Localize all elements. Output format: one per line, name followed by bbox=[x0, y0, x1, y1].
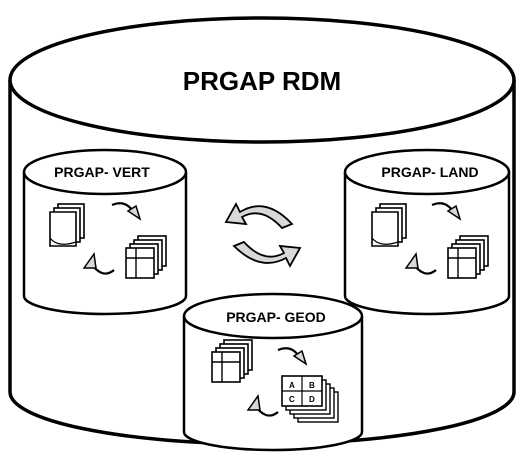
map-tile-letter: C bbox=[289, 395, 295, 404]
cylinder-label-vert: PRGAP- VERT bbox=[54, 164, 150, 180]
map-tile-letter: A bbox=[289, 381, 295, 390]
document-stack-icon bbox=[49, 203, 85, 247]
map-tile-letter: B bbox=[309, 381, 315, 390]
map-tile-stack-icon: A B C D bbox=[281, 375, 339, 423]
cylinder-label-land: PRGAP- LAND bbox=[381, 164, 478, 180]
map-tile-letter: D bbox=[309, 395, 315, 404]
main-title: PRGAP RDM bbox=[183, 66, 341, 96]
document-stack-icon bbox=[371, 203, 407, 247]
cylinder-label-geod: PRGAP- GEOD bbox=[226, 309, 326, 325]
sync-arrows-icon bbox=[224, 202, 302, 268]
